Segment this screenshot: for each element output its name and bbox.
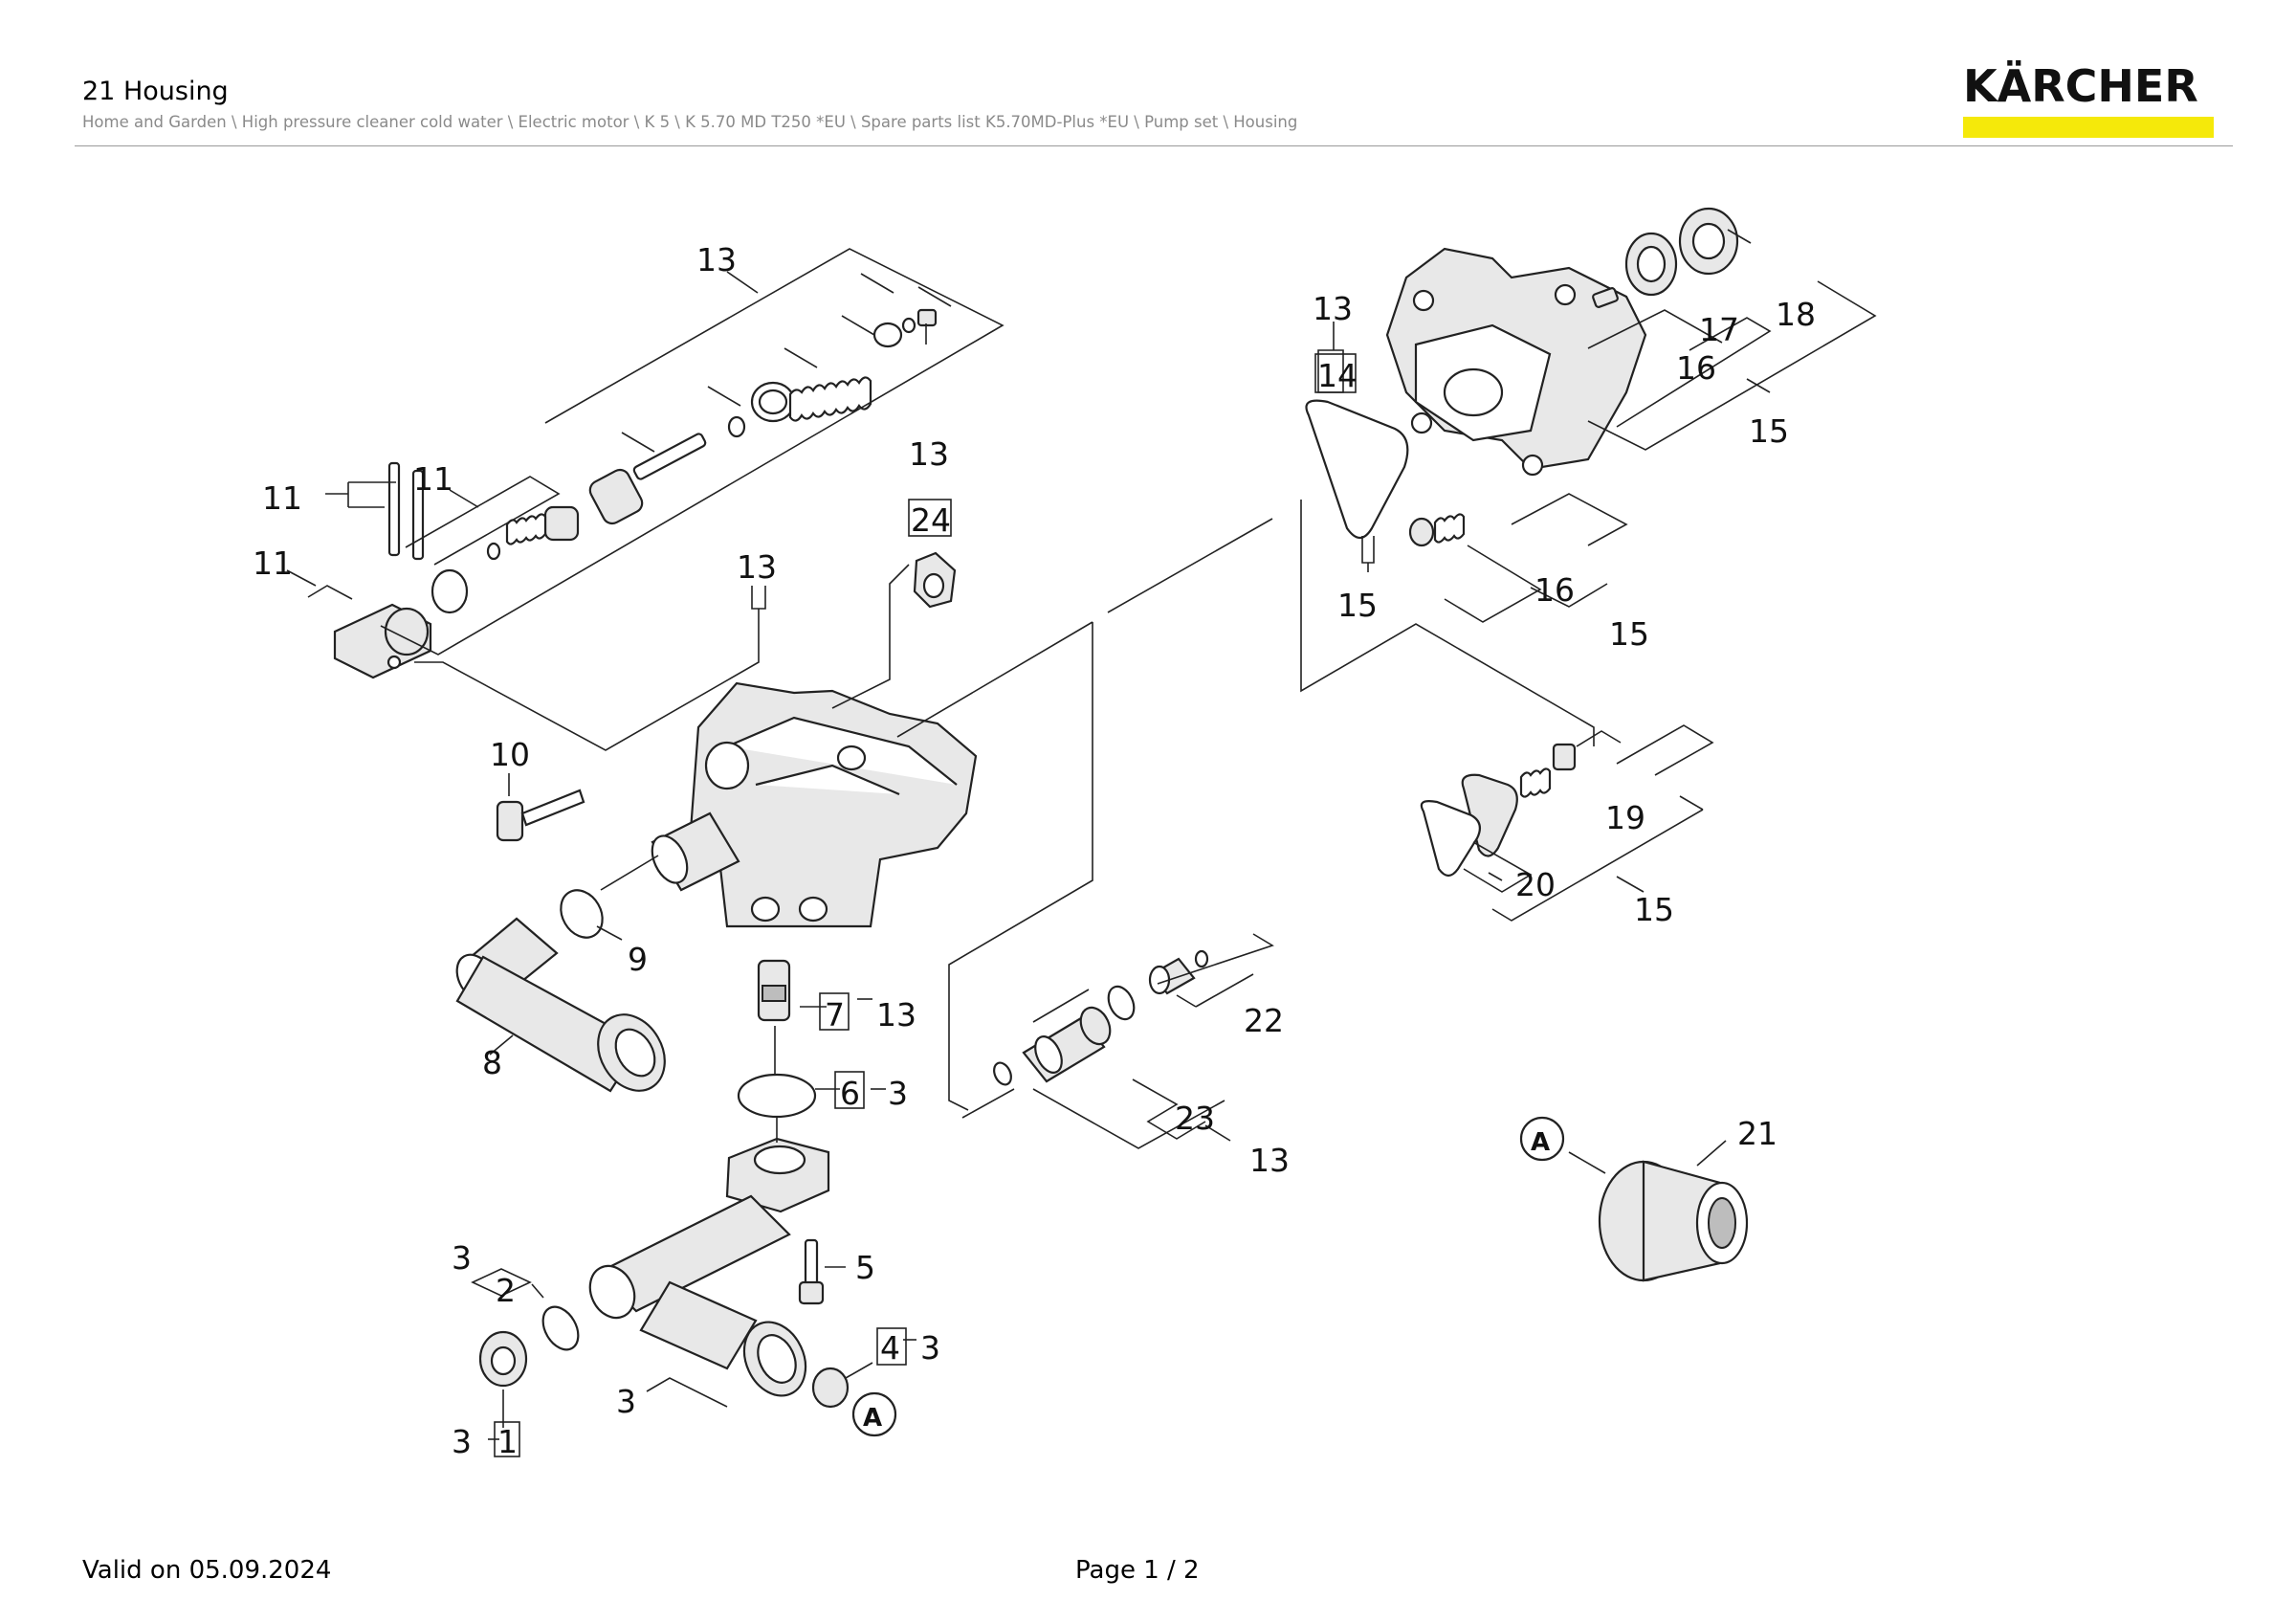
leader-lines <box>286 229 1877 1440</box>
part-oring-6 <box>737 1073 817 1119</box>
callout-14: 14 <box>1317 357 1358 394</box>
karcher-logo: KÄRCHER <box>1963 61 2216 138</box>
part-oring-2 <box>541 1305 580 1351</box>
part-screw-5 <box>798 1238 825 1305</box>
part-main-housing <box>651 681 978 928</box>
callout-3-upper: 3 <box>452 1239 472 1277</box>
marker-a-right <box>1519 1116 1565 1162</box>
part-small-valve <box>333 461 580 679</box>
marker-a-left-label: A <box>863 1404 882 1433</box>
callout-13-cap: 13 <box>909 435 949 473</box>
callout-19: 19 <box>1605 799 1645 836</box>
callout-24: 24 <box>911 501 951 539</box>
callout-20: 20 <box>1515 866 1556 903</box>
part-adapter-21 <box>1598 1160 1749 1282</box>
part-cylinder-head <box>1385 247 1647 477</box>
callout-10: 10 <box>490 736 530 773</box>
callout-5: 5 <box>855 1249 875 1286</box>
marker-a-left <box>851 1391 897 1437</box>
part-bypass-23 <box>993 985 1136 1086</box>
callout-17: 17 <box>1699 311 1739 348</box>
part-group-16-18 <box>1408 207 1739 547</box>
page-number: Page 1 / 2 <box>1075 1556 1200 1585</box>
part-valve-7 <box>757 959 791 1022</box>
part-tee-pipe <box>588 1137 830 1397</box>
callout-2: 2 <box>496 1272 516 1309</box>
callout-6: 6 <box>840 1075 860 1112</box>
callout-13-bypass: 13 <box>1249 1142 1290 1179</box>
part-valve-assembly <box>588 308 938 525</box>
callout-23: 23 <box>1175 1100 1215 1137</box>
part-seal-14 <box>1305 399 1409 540</box>
part-pipe-8 <box>455 917 666 1093</box>
breadcrumb[interactable]: Home and Garden \ High pressure cleaner … <box>82 113 1298 131</box>
callout-3-oring: 3 <box>888 1075 908 1112</box>
part-plug-1 <box>478 1330 528 1388</box>
parts-drawings <box>333 207 1749 1409</box>
callout-16-a: 16 <box>1676 349 1716 387</box>
callout-labels: 13 11 11 11 13 13 24 10 9 8 7 13 6 3 5 3… <box>253 241 1816 1460</box>
callout-boxes <box>494 353 1565 1457</box>
callout-13-seal: 13 <box>1313 290 1353 327</box>
callout-11-c: 11 <box>253 545 293 582</box>
page-title: 21 Housing <box>82 77 229 106</box>
part-cap-24 <box>913 551 957 609</box>
header-divider <box>75 145 2233 146</box>
callout-22: 22 <box>1244 1002 1284 1039</box>
callout-11-a: 11 <box>262 479 302 517</box>
callout-1: 1 <box>497 1423 518 1460</box>
callout-4: 4 <box>880 1329 900 1367</box>
part-valve-19-20 <box>1420 743 1577 878</box>
part-filter-4 <box>811 1367 850 1409</box>
callout-9: 9 <box>628 941 648 978</box>
valid-date: Valid on 05.09.2024 <box>82 1556 332 1585</box>
callout-15-seal: 15 <box>1337 587 1378 624</box>
callout-21: 21 <box>1737 1115 1777 1152</box>
callout-11-b: 11 <box>413 460 453 498</box>
callout-18: 18 <box>1776 296 1816 333</box>
callout-3-filter: 3 <box>920 1329 940 1367</box>
callout-8: 8 <box>482 1044 502 1081</box>
callout-13-valve: 13 <box>876 996 916 1034</box>
part-screw-10 <box>496 789 585 842</box>
callout-16-b: 16 <box>1534 571 1575 609</box>
part-valve-22 <box>1148 949 1209 995</box>
callout-15-c: 15 <box>1634 891 1674 928</box>
callout-3-lower: 3 <box>452 1423 472 1460</box>
callout-15-b: 15 <box>1609 615 1649 653</box>
logo-wordmark: KÄRCHER <box>1963 60 2198 112</box>
callout-7: 7 <box>825 996 845 1034</box>
marker-a-right-label: A <box>1531 1128 1550 1157</box>
callout-3-mid: 3 <box>616 1383 636 1420</box>
part-oring-9 <box>560 889 604 939</box>
callout-15-a: 15 <box>1749 412 1789 450</box>
callout-13-top: 13 <box>696 241 737 278</box>
logo-yellow-bar <box>1963 117 2214 138</box>
callout-13-mid: 13 <box>737 548 777 586</box>
